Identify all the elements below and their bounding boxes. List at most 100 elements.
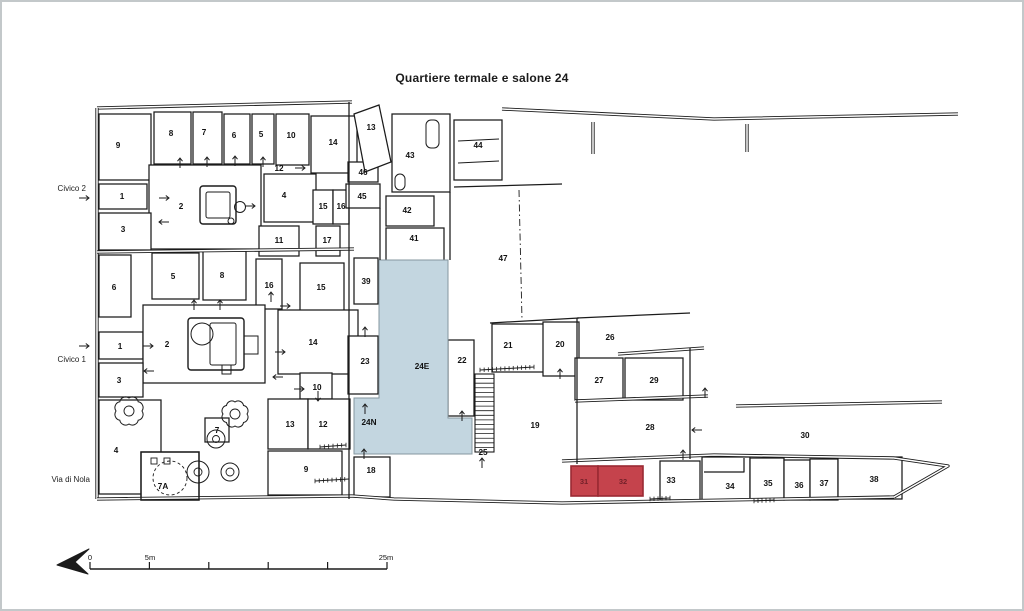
arrow-head: [479, 457, 485, 462]
room-label-21: 21: [503, 341, 513, 350]
room-label-12: 12: [274, 164, 284, 173]
outer-wall-core: [893, 457, 949, 498]
north-arrow-icon: [56, 548, 90, 575]
staircase-25: [474, 373, 495, 453]
direction-arrow-left: [158, 219, 169, 225]
direction-arrow-up: [362, 403, 368, 414]
room-label-32: 32: [619, 477, 627, 486]
millstone-center: [212, 435, 220, 443]
room-label-16: 16: [336, 202, 346, 211]
hatch-line: [753, 499, 775, 502]
room-15: [299, 262, 345, 314]
room-8: [202, 250, 247, 301]
room-2: [142, 304, 266, 384]
scalebar-label-25m: 25m: [378, 553, 394, 562]
arrow-head: [191, 299, 197, 304]
room-39: [353, 257, 379, 305]
bath-bench-line: [457, 160, 500, 164]
room-13: [353, 104, 392, 173]
direction-arrow-up: [479, 457, 485, 468]
room-label-37: 37: [819, 479, 829, 488]
room-label-13: 13: [366, 123, 376, 132]
room-label-35: 35: [763, 479, 773, 488]
features-layer: [114, 119, 775, 504]
room-label-1: 1: [120, 192, 125, 201]
outer-wall-core: [96, 101, 353, 109]
rooms-layer: [98, 104, 903, 501]
direction-arrow-up: [177, 157, 183, 168]
millstone-center: [225, 467, 235, 477]
room-label-8: 8: [169, 129, 174, 138]
arrow-head: [251, 203, 256, 209]
bath-bench-line: [457, 138, 500, 142]
direction-arrow-up: [260, 156, 266, 167]
room-label-5: 5: [171, 272, 176, 281]
millstone-center: [123, 405, 135, 417]
direction-arrow-right: [280, 303, 291, 309]
hatch-line: [479, 366, 535, 371]
direction-arrow-up: [557, 368, 563, 379]
room-label-43: 43: [405, 151, 415, 160]
room-5: [151, 252, 200, 300]
direction-arrow-right: [159, 195, 170, 201]
room-label-10: 10: [312, 383, 322, 392]
direction-arrow-right: [143, 343, 154, 349]
millstone: [220, 462, 240, 482]
room-label-4: 4: [282, 191, 287, 200]
arrow-head: [702, 387, 708, 392]
inner-wall: [704, 458, 745, 473]
room-label-15: 15: [318, 202, 328, 211]
room-1: [98, 331, 144, 360]
room-36: [783, 459, 811, 501]
millstone-center: [193, 467, 203, 477]
room-23: [347, 335, 379, 395]
room-label-7: 7: [202, 128, 207, 137]
arrow-head: [272, 374, 277, 380]
impluvium-circle: [190, 322, 214, 346]
street-label-civico-2: Civico 2: [57, 184, 86, 193]
oven-detail: [163, 457, 171, 465]
room-label-6: 6: [232, 131, 237, 140]
direction-arrow-right: [79, 343, 90, 349]
impluvium-basin: [221, 364, 232, 375]
room-label-41: 41: [409, 234, 419, 243]
outer-wall: [501, 107, 959, 121]
arrow-head: [165, 195, 170, 201]
room-27: [574, 357, 624, 401]
arrow-head: [268, 291, 274, 296]
room-label-25: 25: [478, 448, 488, 457]
direction-arrow-up: [217, 299, 223, 310]
room-label-36: 36: [794, 481, 804, 490]
room-label-28: 28: [645, 423, 655, 432]
arrows-layer: [79, 155, 708, 468]
millstone: [206, 429, 226, 449]
room-label-13: 13: [285, 420, 295, 429]
street-label-via-di-nola: Via di Nola: [51, 475, 90, 484]
arrow-head: [149, 343, 154, 349]
room-label-3: 3: [121, 225, 126, 234]
room-label-29: 29: [649, 376, 659, 385]
room-18: [353, 456, 391, 498]
room-label-34: 34: [725, 482, 735, 491]
room-label-12: 12: [318, 420, 328, 429]
room-33: [659, 460, 701, 501]
outer-wall-core: [96, 495, 895, 504]
room-label-24E: 24E: [415, 362, 430, 371]
room-44: [453, 119, 503, 181]
room-label-20: 20: [555, 340, 565, 349]
arrow-head: [286, 303, 291, 309]
room-label-9: 9: [304, 465, 309, 474]
room-22: [447, 339, 475, 417]
direction-arrow-up: [361, 448, 367, 459]
room-label-1: 1: [118, 342, 123, 351]
room-6: [223, 113, 251, 165]
room-label-27: 27: [594, 376, 604, 385]
inner-wall: [453, 183, 563, 188]
room-label-33: 33: [666, 476, 676, 485]
room-label-42: 42: [402, 206, 412, 215]
arrow-head: [85, 195, 90, 201]
impluvium-outer: [199, 185, 237, 225]
direction-arrow-up: [680, 449, 686, 460]
outer-wall-core: [617, 347, 705, 355]
